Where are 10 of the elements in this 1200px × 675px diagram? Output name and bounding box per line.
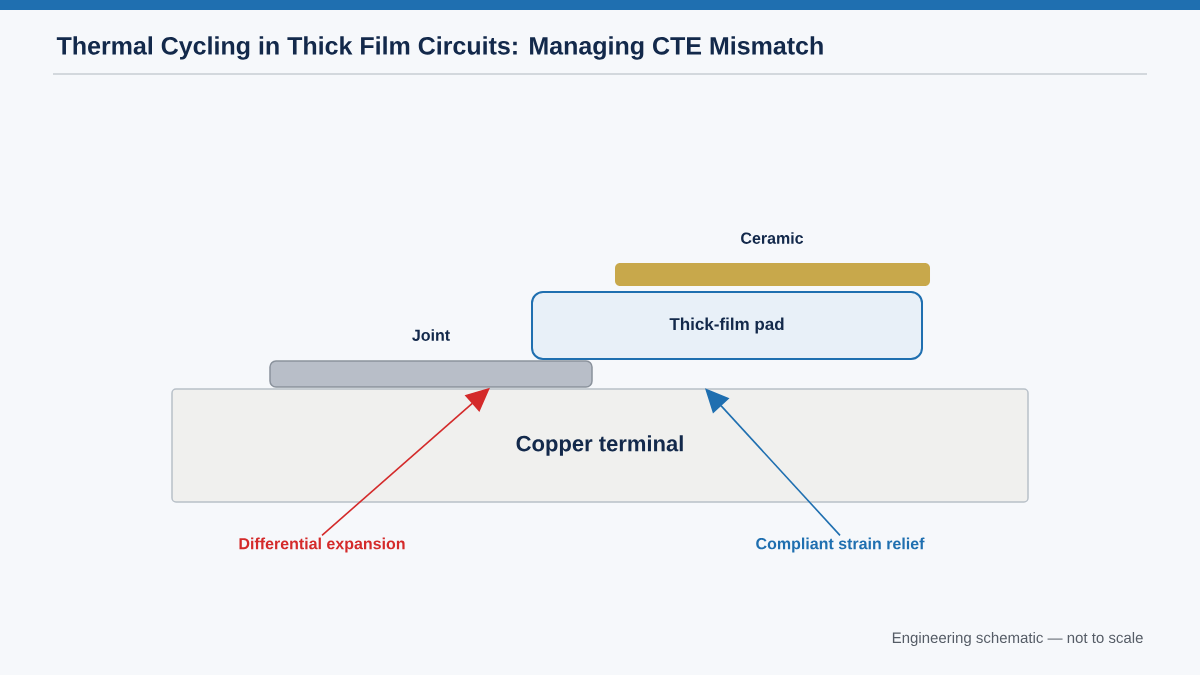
terminal-box: Copper terminal <box>171 388 1029 503</box>
callout-text: Compliant strain relief <box>756 537 925 553</box>
node-label: Ceramic <box>741 232 804 244</box>
node-label: Joint <box>412 329 450 341</box>
title: Thermal Cycling in Thick Film Circuits: Managing CTE Mismatch <box>56 36 823 60</box>
pad-box: Thick-film pad <box>531 291 923 360</box>
footer-note: Engineering schematic — not to scale <box>892 632 1143 646</box>
callout-text: Differential expansion <box>239 537 405 553</box>
leader-arrow <box>705 388 841 537</box>
ceramic-bar: Ceramic <box>615 232 930 286</box>
